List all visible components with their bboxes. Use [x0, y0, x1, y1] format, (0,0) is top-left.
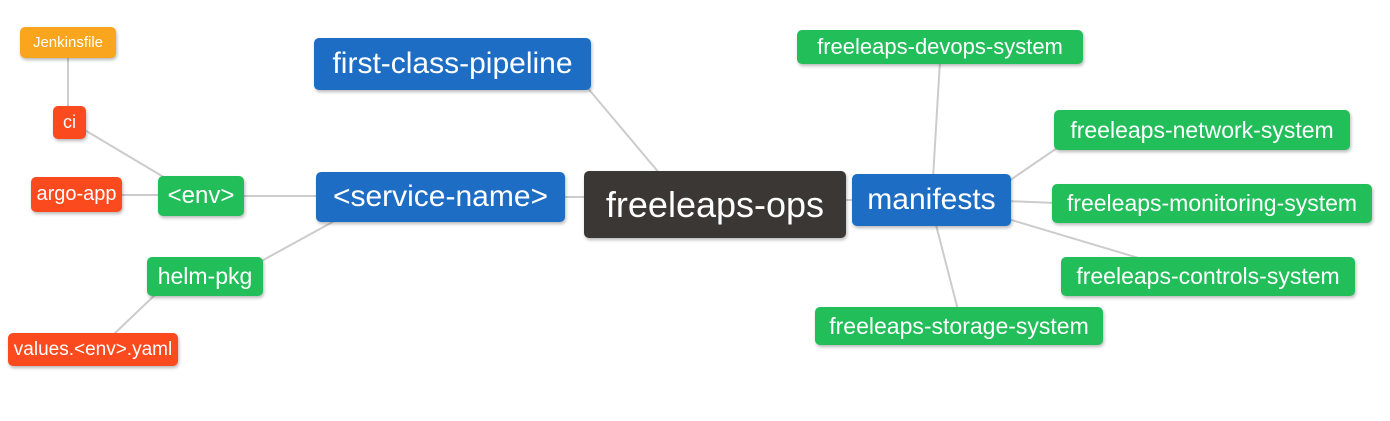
- node-helm-pkg[interactable]: helm-pkg: [147, 257, 263, 296]
- node-env[interactable]: <env>: [158, 176, 244, 216]
- edge-ci-env: [77, 125, 173, 183]
- edge-values-helm-pkg: [111, 291, 159, 337]
- node-argo-app[interactable]: argo-app: [31, 177, 122, 212]
- node-network-system[interactable]: freeleaps-network-system: [1054, 110, 1350, 150]
- node-service-name[interactable]: <service-name>: [316, 172, 565, 222]
- edge-manifests-network: [1005, 145, 1061, 184]
- node-manifests[interactable]: manifests: [852, 174, 1011, 226]
- node-monitoring-system[interactable]: freeleaps-monitoring-system: [1052, 184, 1372, 223]
- node-freeleaps-ops[interactable]: freeleaps-ops: [584, 171, 846, 238]
- node-controls-system[interactable]: freeleaps-controls-system: [1061, 257, 1355, 296]
- node-jenkinsfile[interactable]: Jenkinsfile: [20, 27, 116, 58]
- node-values-env-yaml[interactable]: values.<env>.yaml: [8, 333, 178, 366]
- edge-manifests-monitoring: [1005, 200, 1057, 204]
- edge-helm-pkg-service-name: [255, 218, 339, 265]
- node-storage-system[interactable]: freeleaps-storage-system: [815, 307, 1103, 345]
- node-first-class-pipeline[interactable]: first-class-pipeline: [314, 38, 591, 90]
- edge-manifests-devops: [932, 60, 941, 179]
- edge-manifests-storage: [934, 220, 959, 311]
- node-ci[interactable]: ci: [53, 106, 86, 139]
- edge-manifests-controls: [1007, 218, 1143, 260]
- edge-pipeline-freeleaps-ops: [585, 85, 661, 175]
- node-devops-system[interactable]: freeleaps-devops-system: [797, 30, 1083, 64]
